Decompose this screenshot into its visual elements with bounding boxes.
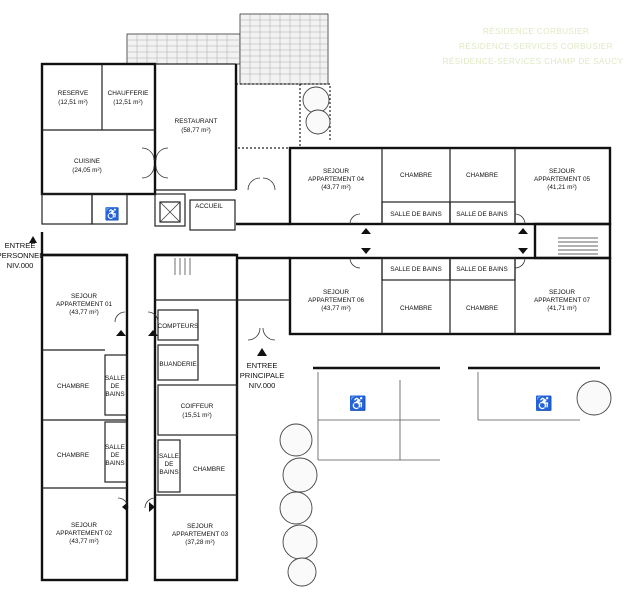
label-sdb-3: SALLE DE BAINS [390,266,442,273]
label-restaurant: RESTAURANT [175,118,218,125]
doors [114,147,526,509]
wheelchair-icon-2: ♿ [535,395,552,412]
label-sdb-2: SALLE DE BAINS [456,211,508,218]
label-apt01-area: (43,77 m²) [69,309,98,316]
label-apt01-l2: APPARTEMENT 01 [56,301,113,308]
label-apt02-l2: APPARTEMENT 02 [56,530,113,537]
entree-principale-l2: PRINCIPALE [240,371,285,380]
label-cuisine: CUISINE [74,158,100,165]
label-salle-1: SALLE [105,375,125,382]
label-salle-2: SALLE [105,444,125,451]
label-coiffeur: COIFFEUR [181,403,214,410]
label-apt07-l2: APPARTEMENT 07 [534,297,591,304]
wheelchair-icon-3: ♿ [105,207,120,221]
label-chauffer-area: (12,51 m²) [113,99,142,106]
label-reserve: RESERVE [58,90,88,97]
label-bains-1: BAINS [105,391,124,398]
label-apt07-l1: SEJOUR [549,289,575,296]
label-apt03-area: (37,28 m²) [185,539,214,546]
entree-principale-l1: ENTREE [247,361,278,370]
label-coiffeur-area: (15,51 m²) [182,412,211,419]
label-cuisine-area: (24,05 m²) [72,167,101,174]
stairs [159,201,598,275]
entree-principale-level: NIV.000 [249,381,276,390]
label-apt03-l1: SEJOUR [187,523,213,530]
label-apt03-l2: APPARTEMENT 03 [172,531,229,538]
direction-markers [29,228,528,512]
label-apt02-area: (43,77 m²) [69,538,98,545]
label-apt04-l1: SEJOUR [323,168,349,175]
label-bains-3: BAINS [159,469,178,476]
label-chambre-4: CHAMBRE [400,172,432,179]
label-accueil: ACCUEIL [195,203,223,210]
label-chambre-2: CHAMBRE [57,452,89,459]
label-apt02-l1: SEJOUR [71,522,97,529]
label-chambre-7: CHAMBRE [466,305,498,312]
label-apt06-l1: SEJOUR [323,289,349,296]
label-de-3: DE [165,461,174,468]
terrace [126,13,331,149]
room-labels: RESERVE (12,51 m²) CHAUFFERIE (12,51 m²)… [0,90,590,546]
label-apt06-area: (43,77 m²) [321,305,350,312]
label-apt07-area: (41,71 m²) [547,305,576,312]
watermark: RÉSIDENCE CORBUSIER RÉSIDENCE-SERVICES C… [443,26,624,66]
label-apt05-l1: SEJOUR [549,168,575,175]
label-salle-3: SALLE [159,453,179,460]
label-buanderie: BUANDERIE [159,361,196,368]
label-chambre-5: CHAMBRE [466,172,498,179]
label-chambre-6: CHAMBRE [400,305,432,312]
watermark-line-1: RÉSIDENCE CORBUSIER [483,26,589,36]
label-reserve-area: (12,51 m²) [58,99,87,106]
label-chauffer: CHAUFFERIE [108,90,149,97]
building-walls [40,62,612,582]
label-sdb-4: SALLE DE BAINS [456,266,508,273]
entree-personnel-l2: PERSONNEL [0,251,43,260]
label-chambre-1: CHAMBRE [57,383,89,390]
label-sdb-1: SALLE DE BAINS [390,211,442,218]
parking: ♿ ♿ ♿ [105,207,600,461]
entree-personnel-l1: ENTREE [5,241,36,250]
label-apt04-area: (43,77 m²) [321,184,350,191]
label-de-1: DE [111,383,120,390]
label-bains-2: BAINS [105,460,124,467]
label-apt05-l2: APPARTEMENT 05 [534,176,591,183]
label-apt01-l1: SEJOUR [71,293,97,300]
watermark-line-2: RÉSIDENCE-SERVICES CORBUSIER [459,41,613,51]
label-apt06-l2: APPARTEMENT 06 [308,297,365,304]
entree-personnel-level: NIV.000 [7,261,34,270]
label-de-2: DE [111,452,120,459]
label-restaurant-area: (58,77 m²) [181,127,210,134]
label-compteurs: COMPTEURS [158,323,199,330]
label-apt05-area: (41,21 m²) [547,184,576,191]
label-apt04-l2: APPARTEMENT 04 [308,176,365,183]
wheelchair-icon: ♿ [349,395,366,412]
watermark-line-3: RÉSIDENCE-SERVICES CHAMP DE SAUCY [443,56,624,66]
label-chambre-3: CHAMBRE [193,466,225,473]
trees [279,86,612,587]
